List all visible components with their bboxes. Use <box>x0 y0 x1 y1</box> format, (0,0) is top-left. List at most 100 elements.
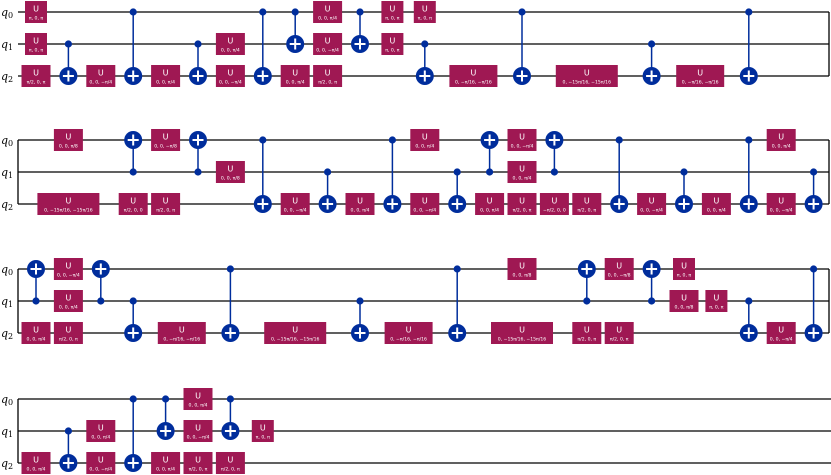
u-gate-name: U <box>649 197 655 206</box>
qubit-label: q0 <box>1 6 13 20</box>
u-gate: U0, 0, −π/4 <box>280 193 310 215</box>
cnot-gate <box>253 136 272 213</box>
u-gate-name: U <box>163 456 169 465</box>
cnot-gate <box>253 8 272 85</box>
u-gate-box <box>766 193 796 215</box>
u-gate-name: U <box>389 37 395 46</box>
u-gate-box <box>449 65 498 87</box>
u-gate-box <box>264 322 327 344</box>
u-gate-name: U <box>292 326 298 335</box>
u-gate-params: −π/2, 0, 0 <box>543 208 566 214</box>
u-gate: Uπ/2, 0, π <box>21 65 51 87</box>
u-gate-box <box>705 290 728 312</box>
u-gate-box <box>251 420 274 442</box>
u-gate-box <box>313 1 343 23</box>
u-gate: U0, −π/16, −π/16 <box>449 65 498 87</box>
u-gate-name: U <box>292 69 298 78</box>
control-dot <box>129 168 137 176</box>
u-gate: U0, 0, π/4 <box>475 193 505 215</box>
u-gate-params: π, 0, π <box>677 273 692 279</box>
u-gate-box <box>53 322 83 344</box>
cnot-gate <box>286 8 305 53</box>
u-gate-params: 0, 0, −π/4 <box>89 467 112 473</box>
u-gate-name: U <box>163 133 169 142</box>
u-gate-params: 0, 0, −π/8 <box>608 273 631 279</box>
control-dot <box>518 8 526 16</box>
u-gate-box <box>637 193 667 215</box>
cnot-gate <box>415 40 434 85</box>
u-gate: Uπ/2, 0, π <box>507 193 537 215</box>
u-gate-name: U <box>195 424 201 433</box>
u-gate-name: U <box>406 326 412 335</box>
control-dot <box>453 168 461 176</box>
u-gate-box <box>86 65 116 87</box>
u-gate: Uπ/2, 0, π <box>572 322 602 344</box>
control-dot <box>194 168 202 176</box>
cnot-gate <box>642 260 661 305</box>
u-gate-params: 0, 0, π/4 <box>221 48 240 54</box>
u-gate-name: U <box>422 133 428 142</box>
u-gate-params: 0, −15π/16, −15π/16 <box>44 208 93 214</box>
u-gate-box <box>151 193 181 215</box>
u-gate-params: 0, 0, π/4 <box>286 80 305 86</box>
u-gate-params: 0, 0, −π/4 <box>219 80 242 86</box>
u-gate: U0, −15π/16, −15π/16 <box>491 322 553 344</box>
u-gate-params: 0, 0, −π/4 <box>770 337 793 343</box>
control-dot <box>615 136 623 144</box>
cnot-gate <box>351 8 369 53</box>
u-gate-box <box>572 322 602 344</box>
u-gate: U0, 0, π/4 <box>21 452 51 474</box>
u-gate: U 0, 0, π/8 <box>215 161 245 183</box>
u-gate-params: 0, 0, π/4 <box>189 403 208 409</box>
cnot-gate <box>675 168 693 213</box>
u-gate-params: π, 0, π <box>385 48 400 54</box>
cnot-gate <box>642 40 661 85</box>
u-gate-box <box>151 65 181 87</box>
u-gate: U0, 0, −π/4 <box>410 193 440 215</box>
u-gate-params: 0, −π/16, −π/16 <box>455 80 492 86</box>
u-gate: U0, 0, π/8 <box>507 258 537 280</box>
cnot-gate <box>610 136 629 213</box>
u-gate: U0, 0, −π/4 <box>507 129 537 151</box>
u-gate: U0, 0, −π/4 <box>766 322 796 344</box>
u-gate-name: U <box>681 294 687 303</box>
cnot-gate <box>545 131 564 176</box>
qubit-label: q1 <box>1 295 13 309</box>
u-gate-name: U <box>227 69 233 78</box>
cnot-gate <box>448 168 467 213</box>
u-gate-name: U <box>778 133 784 142</box>
u-gate-box <box>507 161 537 183</box>
u-gate-params: π/2, 0, π <box>577 337 596 343</box>
cnot-gate <box>59 40 78 85</box>
u-gate: U 0, 0, π/8 <box>669 290 699 312</box>
u-gate-params: 0, 0, π/4 <box>59 305 78 311</box>
u-gate-box <box>475 193 505 215</box>
u-gate-params: 0, 0, π/4 <box>91 435 110 441</box>
u-gate-box <box>53 258 83 280</box>
u-gate-name: U <box>422 5 428 14</box>
u-gate-params: π/2, 0, π <box>156 208 175 214</box>
u-gate-name: U <box>422 197 428 206</box>
u-gate-name: U <box>227 165 233 174</box>
u-gate-box <box>86 420 116 442</box>
u-gate-params: 0, 0, π/8 <box>675 305 694 311</box>
cnot-gate <box>577 260 596 305</box>
u-gate: Uπ, 0, π <box>25 1 47 23</box>
u-gate-box <box>766 129 796 151</box>
u-gate-name: U <box>33 5 39 14</box>
u-gate-box <box>313 33 343 55</box>
u-gate: U 0, 0, π/4 <box>183 388 213 410</box>
control-dot <box>583 297 591 305</box>
u-gate-name: U <box>65 326 71 335</box>
cnot-gate <box>221 395 240 440</box>
u-gate-box <box>215 161 245 183</box>
u-gate-name: U <box>33 37 39 46</box>
u-gate: Uπ, 0, π <box>25 33 47 55</box>
qubit-label: q2 <box>1 457 13 471</box>
u-gate-params: 0, 0, π/8 <box>221 176 240 182</box>
control-dot <box>324 168 332 176</box>
u-gate: Uπ/2, 0, π <box>215 452 245 474</box>
u-gate-params: 0, 0, π/4 <box>27 337 46 343</box>
u-gate: U0, −π/16, −π/16 <box>384 322 433 344</box>
u-gate-name: U <box>195 392 201 401</box>
